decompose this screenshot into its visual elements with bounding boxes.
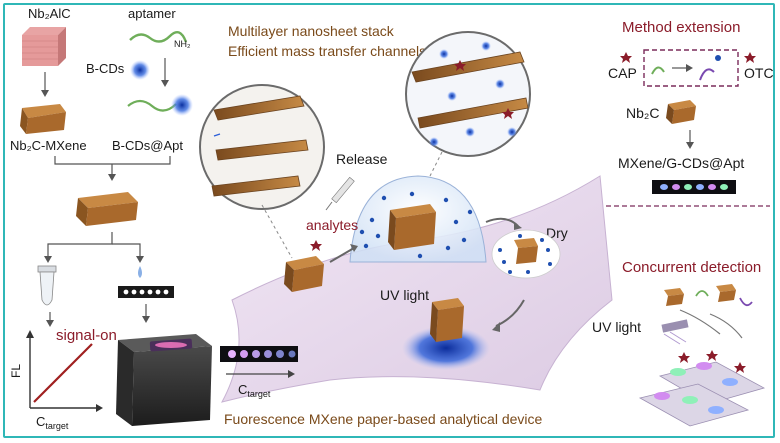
analyte-star <box>310 240 322 251</box>
ctarget-axis-label: Ctarget <box>36 414 69 431</box>
multiplex-strip <box>652 180 736 194</box>
figure-border <box>3 3 775 438</box>
test-strip-result <box>220 346 298 362</box>
pipette-icon <box>325 176 355 211</box>
nb2c-right-label: Nb₂C <box>626 105 659 121</box>
center-title-line1: Multilayer nanosheet stack <box>228 23 395 39</box>
uv-glow-spot <box>402 298 490 370</box>
nb2alc-label: Nb₂AlC <box>28 6 71 21</box>
test-strip-small <box>118 286 174 298</box>
ctarget-strip-label: Ctarget <box>238 382 271 399</box>
bottom-caption: Fuorescence MXene paper-based analytical… <box>224 411 543 427</box>
otc-star <box>744 52 756 63</box>
zoom-circle-layers <box>199 84 325 259</box>
cap-label: CAP <box>608 65 637 81</box>
eppendorf-tube <box>37 265 57 306</box>
mxene-on-paper <box>284 256 324 292</box>
bcds-label: B-CDs <box>86 61 125 76</box>
release-label: Release <box>336 151 388 167</box>
nb2c-mxene-label: Nb₂C-MXene <box>10 138 87 153</box>
left-panel: Nb₂AlC Nb₂C-MXene aptamer NH₂ B-CDs <box>9 6 212 431</box>
uv-lamp-icon <box>661 319 689 345</box>
fl-axis-label: FL <box>9 364 23 378</box>
uv-light-center-label: UV light <box>380 287 429 303</box>
nb2c-mxene-block <box>20 104 66 134</box>
signal-on-label: signal-on <box>56 327 117 344</box>
uv-light-right-label: UV light <box>592 319 641 335</box>
dry-label: Dry <box>546 225 568 241</box>
concurrent-plate <box>638 350 766 427</box>
bcds-apt-complex <box>127 94 193 116</box>
method-extension-title: Method extension <box>622 19 740 36</box>
bcds-apt-label: B-CDs@Apt <box>112 138 183 153</box>
concurrent-detection-title: Concurrent detection <box>622 259 761 276</box>
aptamer-label: aptamer <box>128 6 176 21</box>
mxene-gcds-label: MXene/G-CDs@Apt <box>618 155 744 171</box>
right-panel: Method extension CAP OTC Nb₂C MXene/G-CD… <box>592 19 774 427</box>
signal-on-plot <box>26 330 103 412</box>
dry-spot <box>491 229 561 279</box>
bcd-dot <box>130 60 150 80</box>
aptamer-strand <box>129 30 188 43</box>
droplet-icon <box>138 266 142 278</box>
zoom-circle-release <box>405 31 531 177</box>
center-panel: Multilayer nanosheet stack Efficient mas… <box>199 23 613 427</box>
nh2-label: NH₂ <box>174 39 191 49</box>
nb2c-right-block <box>666 100 696 124</box>
signal-line <box>33 343 93 403</box>
analytes-label: analytes <box>306 217 358 233</box>
otc-label: OTC <box>744 65 774 81</box>
mxene-bcds-composite <box>76 192 138 226</box>
concurrent-particles <box>664 284 753 339</box>
aptamer-dashed-box <box>643 49 739 87</box>
fluorescence-reader-device <box>116 334 212 426</box>
nb2alc-cube <box>22 27 66 66</box>
center-title-line2: Efficient mass transfer channels <box>228 43 426 59</box>
release-bubble <box>349 175 487 263</box>
cap-star <box>620 52 632 63</box>
